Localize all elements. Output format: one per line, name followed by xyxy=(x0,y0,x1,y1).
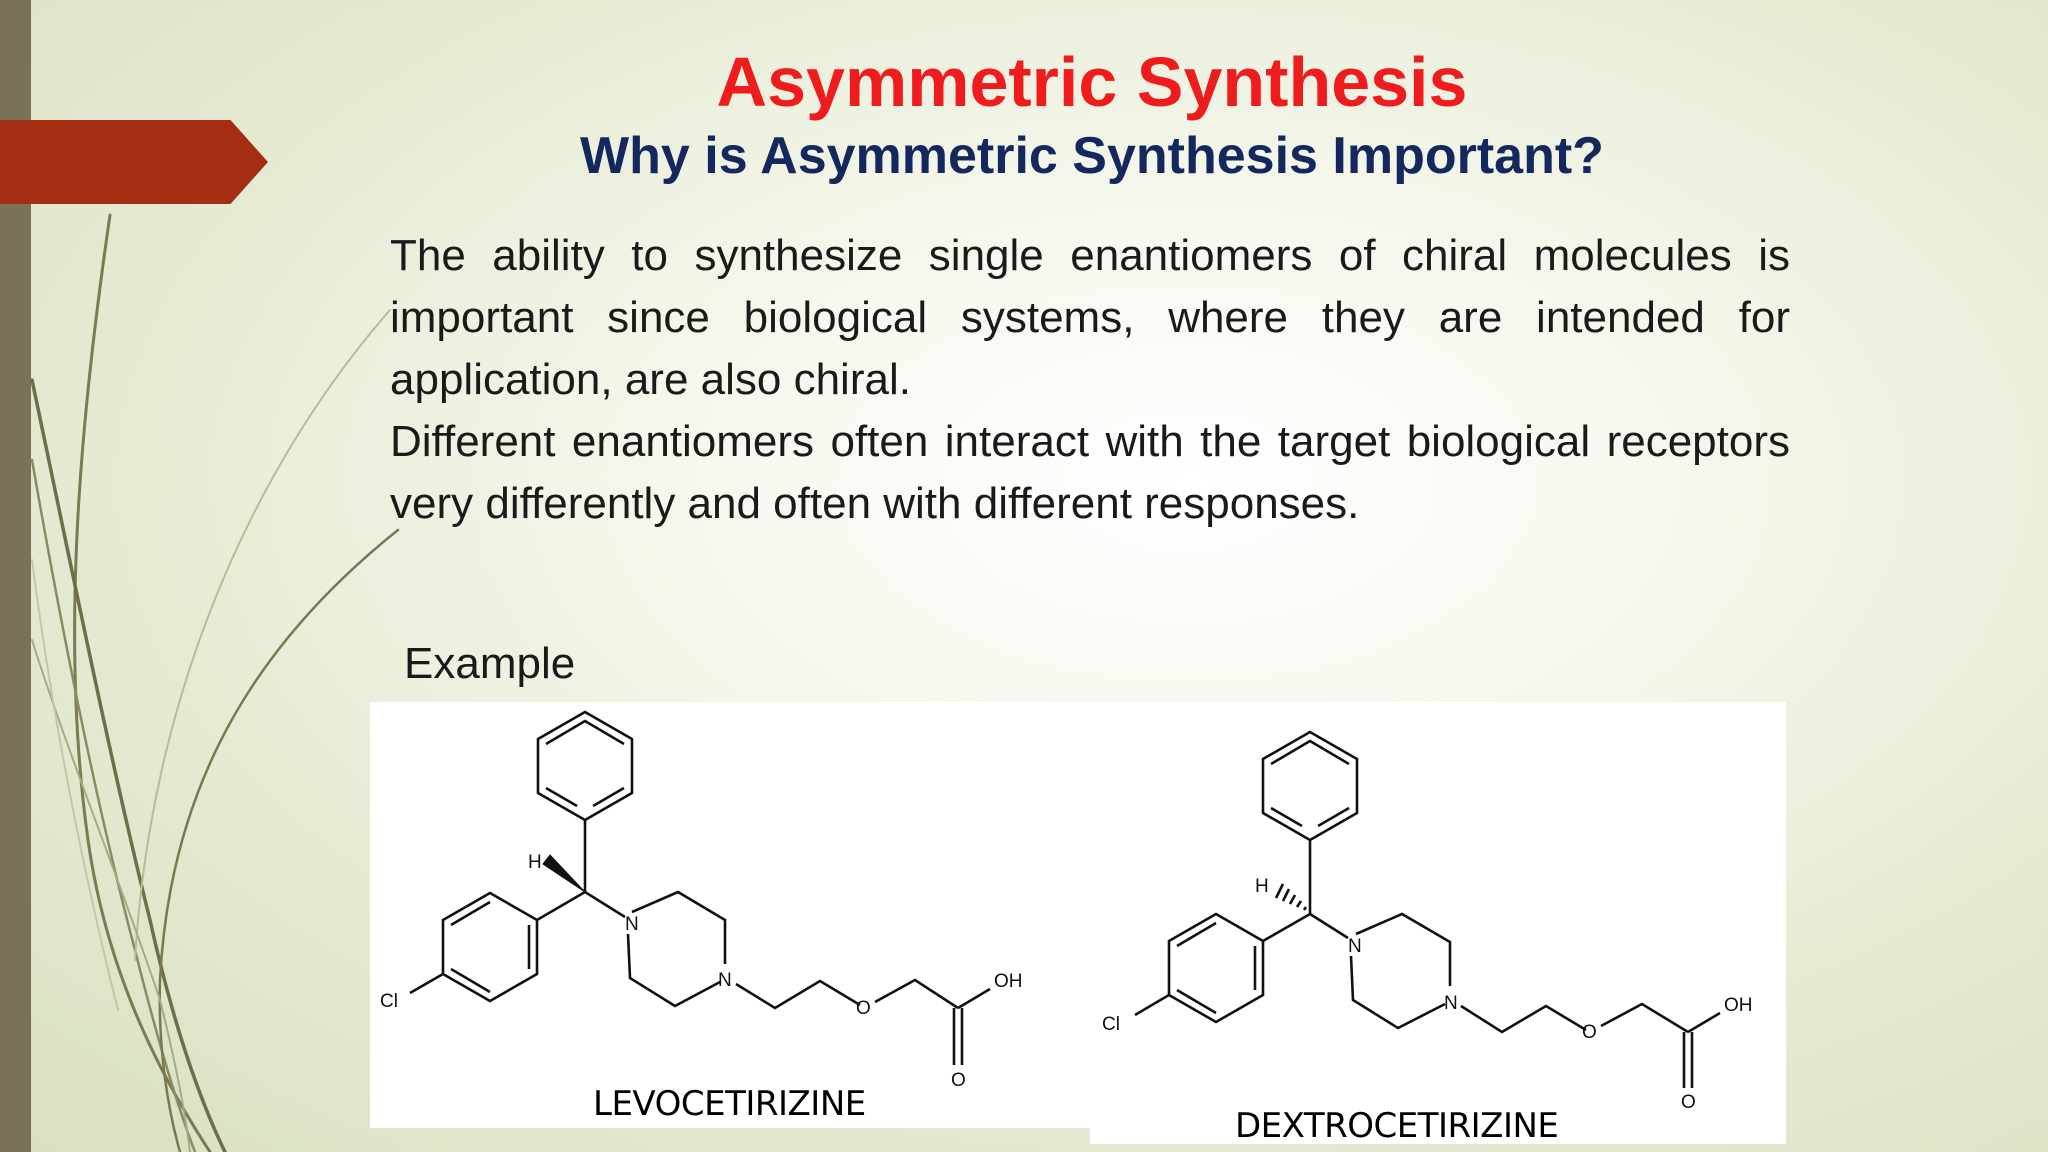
levocetirizine-figure: H N Cl N O OH O LEVOCETIRIZINE xyxy=(370,702,1092,1128)
atom-o-carbonyl: O xyxy=(1681,1092,1696,1113)
atom-n1: N xyxy=(625,914,639,935)
dextrocetirizine-name: DEXTROCETIRIZINE xyxy=(1235,1106,1559,1146)
atom-o-ether: O xyxy=(1582,1022,1597,1043)
atom-h: H xyxy=(1255,876,1269,897)
atom-oh: OH xyxy=(1724,995,1753,1016)
atom-n1: N xyxy=(1348,936,1362,957)
dextrocetirizine-figure: H N Cl N O OH O DEXTROCETIRIZINE xyxy=(1090,702,1786,1146)
example-label: Example xyxy=(404,639,576,688)
dextrocetirizine-structure: H N Cl N O OH O xyxy=(1102,730,1753,1113)
paragraph-2: Different enantiomers often interact wit… xyxy=(390,417,1790,528)
atom-cl: Cl xyxy=(380,991,398,1012)
atom-n2: N xyxy=(718,970,732,991)
body-text: The ability to synthesize single enantio… xyxy=(390,225,1790,535)
atom-oh: OH xyxy=(994,971,1023,992)
atom-o-carbonyl: O xyxy=(951,1070,966,1091)
atom-h: H xyxy=(528,852,542,873)
decorative-swoosh-lines xyxy=(30,213,400,1152)
atom-o-ether: O xyxy=(856,998,871,1019)
accent-arrow-tab xyxy=(0,120,268,204)
levocetirizine-structure: H N Cl N O OH O xyxy=(380,710,1023,1091)
paragraph-1: The ability to synthesize single enantio… xyxy=(390,231,1790,404)
slide-subtitle: Why is Asymmetric Synthesis Important? xyxy=(580,127,1604,185)
atom-cl: Cl xyxy=(1102,1014,1120,1035)
levocetirizine-name: LEVOCETIRIZINE xyxy=(593,1084,866,1124)
atom-n2: N xyxy=(1444,993,1458,1014)
slide-title: Asymmetric Synthesis xyxy=(716,43,1468,121)
